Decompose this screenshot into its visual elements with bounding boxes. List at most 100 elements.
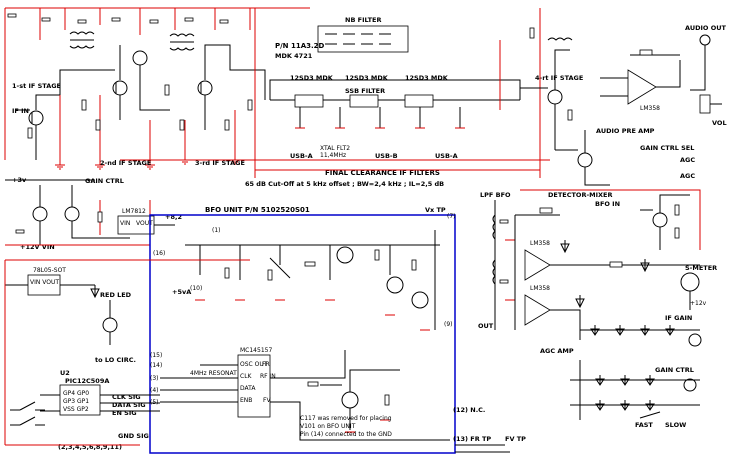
svg-text:VSS GP2: VSS GP2: [63, 406, 89, 413]
u5-name: LM7812: [122, 208, 146, 215]
stage-4th-if-label: 4-rt IF STAGE: [535, 74, 583, 82]
transistor-q13: [102, 300, 118, 345]
pll-chip: OSC OUT CLK DATA ENB RF IN FR FV MC14515…: [160, 347, 450, 441]
transistor-q3: [132, 50, 148, 66]
transformer-l2: [169, 33, 195, 51]
svg-text:GP3 GP1: GP3 GP1: [63, 398, 89, 405]
bfo-note-1: C117 was removed for placing: [300, 415, 392, 422]
stage-2nd-if-label: 2-nd IF STAGE: [100, 159, 151, 167]
pn-title: P/N 11A3.2D: [275, 42, 325, 50]
switch-s4: [10, 401, 45, 426]
to-lo-label: to LO CIRC.: [95, 356, 136, 364]
resonator-label: 4MHz RESONAT: [190, 370, 237, 377]
bfo-pin16: (16): [153, 250, 165, 257]
reg-78l05: VIN VOUT 78L05-SOT: [4, 259, 250, 300]
mcu-u2: GP4 GP0 GP3 GP1 VSS GP2 U2 PIC12C509A: [40, 369, 160, 416]
usb-a2-label: USB-A: [435, 152, 458, 160]
bfo-oscillator: [185, 230, 440, 331]
final-filters-spec: 65 dB Cut-Off at 5 kHz offset ; BW=2,4 k…: [245, 180, 444, 188]
agc-amp-label: AGC AMP: [540, 347, 574, 355]
if4-section: [520, 27, 573, 150]
agc-label-2: AGC: [680, 172, 695, 180]
bfo-output-stage: [307, 369, 400, 433]
bfo-note-3: Pin (14) connected to the GND: [300, 431, 392, 438]
s-meter-label: S-METER: [685, 264, 717, 272]
usb-b-label: USB-B: [375, 152, 398, 160]
gain-ctrl-sel-circuit: [520, 189, 701, 250]
bfo-unit-box: [149, 214, 456, 454]
vcc-12v-label: +12V VIN: [20, 243, 55, 251]
bfo-pin14: (14): [150, 362, 162, 369]
gain-ctrl-lower-label: GAIN CTRL: [655, 366, 694, 374]
nb-filter: NB FILTER: [317, 16, 409, 53]
bfo-pin10: (10): [190, 285, 202, 292]
audio-pre-amp-u19: LM358: [600, 49, 681, 112]
lpf-bfo: [492, 200, 515, 330]
u19-label: LM358: [640, 105, 660, 112]
u5-vout-label: VOUT: [136, 220, 153, 227]
bfo-pin15: (15): [150, 352, 162, 359]
gain-ctrl-sel-label: GAIN CTRL SEL: [640, 144, 694, 152]
audio-out-label: AUDIO OUT: [685, 24, 727, 32]
bfo-pin1: (1): [212, 227, 221, 234]
gain-ctrl-diodes: [570, 360, 700, 420]
gnd-pins-label: (2,3,4,5,6,8,9,11): [58, 443, 122, 451]
stage-1st-if-label: 1-st IF STAGE: [12, 82, 61, 90]
detector-label: DETECTOR-MIXER: [548, 191, 613, 199]
agc-label-1: AGC: [680, 156, 695, 164]
xtal-freq-label: 11,4MHz: [320, 152, 346, 159]
bfo-unit-title: BFO UNIT P/N 5102520S01: [205, 206, 310, 214]
gain-ctrl-label: GAIN CTRL: [85, 177, 124, 185]
svg-text:GP4 GP0: GP4 GP0: [63, 390, 89, 397]
final-filters-title: FINAL CLEARANCE IF FILTERS: [325, 169, 440, 177]
ssb-filter-label: SSB FILTER: [345, 87, 385, 95]
red-led-label: RED LED: [100, 291, 132, 299]
if-chain-top-left: [4, 7, 310, 170]
lpf-bfo-label: LPF BFO: [480, 191, 511, 199]
pn-sub: MDK 4721: [275, 52, 313, 60]
bfo-pin7: (7): [447, 213, 456, 220]
clk-sig-label: CLK SIG: [112, 393, 141, 401]
gnd-sig-label: GND SIG: [118, 432, 149, 440]
bfo-fv-tp-label: FV TP: [505, 435, 526, 443]
bfo-note-2: V101 on BFO UNIT: [300, 423, 356, 430]
u5-vin-label: VIN: [120, 220, 130, 227]
vcc-8v2-label: +8,2: [165, 213, 182, 221]
bfo-pin3: (3): [150, 375, 159, 382]
slow-label: SLOW: [665, 421, 686, 429]
usb-a-label: USB-A: [290, 152, 313, 160]
gain-ctrl-section: [5, 179, 151, 246]
filter-1-label: 12SD3 MDK: [290, 74, 334, 82]
agc-amp: LM358 LM358: [514, 207, 585, 340]
resistors-if: [27, 84, 253, 139]
bfo-in-label: BFO IN: [595, 200, 620, 208]
bfo-pin9: (9): [444, 321, 453, 328]
xtal-label: XTAL FLT2: [320, 145, 350, 152]
u1a-label: LM358: [530, 240, 550, 247]
audio-pre-amp-label: AUDIO PRE AMP: [596, 127, 655, 135]
cap-row-top: [7, 13, 229, 24]
transformer-l1: [69, 31, 95, 49]
svg-text:FR: FR: [262, 361, 270, 368]
data-sig-label: DATA SIG: [112, 401, 146, 409]
vcc-12v-b-label: +12v: [690, 300, 707, 307]
if-gain-label: IF GAIN: [665, 314, 692, 322]
pll-label: MC145157: [240, 347, 272, 354]
if-gain-diodes: [580, 325, 702, 347]
red-led: RED LED: [90, 285, 132, 299]
svg-text:CLK: CLK: [240, 373, 253, 380]
fast-label: FAST: [635, 421, 653, 429]
transistor-q2: [112, 80, 128, 96]
transistor-q4: [197, 80, 213, 96]
en-sig-label: EN SIG: [112, 409, 137, 417]
bfo-pin4: (4): [150, 387, 159, 394]
nb-filter-label: NB FILTER: [345, 16, 381, 24]
transistor-q1: [28, 110, 44, 126]
u6-label: LM358: [530, 285, 550, 292]
vol-label: VOL: [712, 119, 727, 127]
svg-text:OSC OUT: OSC OUT: [240, 361, 268, 368]
detector-mixer: [555, 130, 610, 186]
s-meter: [575, 259, 700, 310]
ssb-filter-block: [269, 79, 521, 129]
